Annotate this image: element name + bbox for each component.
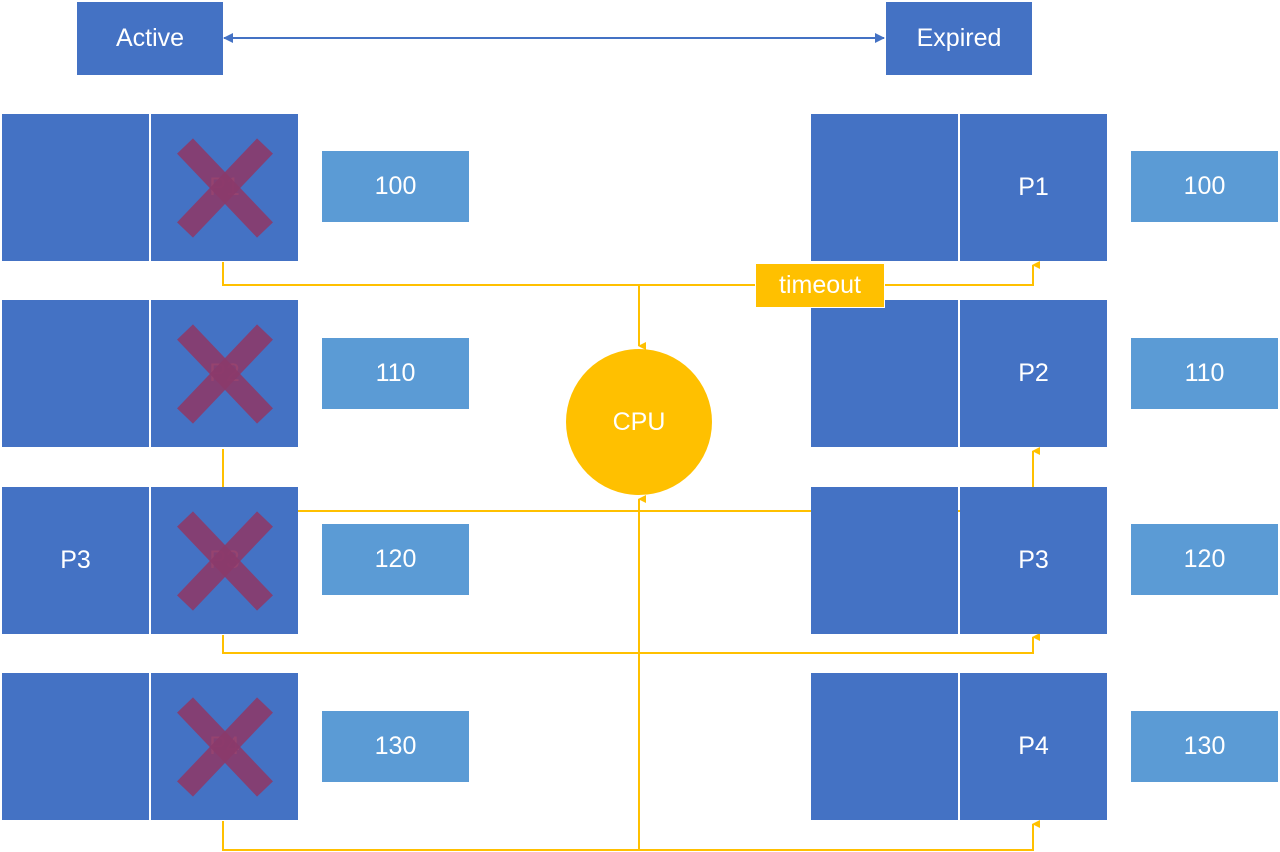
expired-row-1-priority: 100 [1131,151,1278,222]
active-row-1-priority-label: 100 [374,172,417,200]
timeout-label: timeout [779,271,861,299]
cpu-node: CPU [566,349,712,495]
expired-row-1-right-slot: P1 [960,114,1107,261]
expired-row-1-right-label: P1 [1018,173,1049,201]
expired-header-label: Expired [916,24,1002,52]
active-row-3-priority-label: 120 [374,545,417,573]
active-row-2-right-slot: P2 [151,300,298,447]
expired-row-3-right-slot: P3 [960,487,1107,634]
expired-row-3-right-label: P3 [1018,546,1049,574]
active-row-1-right-slot: P1 [151,114,298,261]
active-row-4-right-label: P4 [209,732,240,760]
active-row-4-left-slot [2,673,149,820]
expired-row-2-right-label: P2 [1018,359,1049,387]
timeout-label-box: timeout [755,263,885,308]
active-row-3-right-slot: P3 [151,487,298,634]
expired-row-2-left-slot [811,300,958,447]
active-row-4-right-slot: P4 [151,673,298,820]
p3-to-expired-line [222,633,1040,654]
active-row-3-right-label: P3 [209,546,240,574]
active-row-1-right-label: P1 [209,173,240,201]
active-row-3-left-label: P3 [60,546,91,574]
p2-to-expired-line [222,447,1040,512]
cpu-label: CPU [612,407,666,436]
expired-row-4-left-slot [811,673,958,820]
expired-row-4-priority: 130 [1131,711,1278,782]
expired-row-1-priority-label: 100 [1183,172,1226,200]
expired-row-4-right-slot: P4 [960,673,1107,820]
expired-row-3-priority: 120 [1131,524,1278,595]
active-row-3-priority: 120 [322,524,469,595]
expired-row-4-priority-label: 130 [1183,732,1226,760]
active-row-2-priority: 110 [322,338,469,409]
active-row-2-priority-label: 110 [375,359,416,387]
active-row-1-left-slot [2,114,149,261]
active-row-2-right-label: P2 [209,359,240,387]
active-row-1-priority: 100 [322,151,469,222]
expired-row-4-right-label: P4 [1018,732,1049,760]
active-row-4-priority: 130 [322,711,469,782]
active-row-3-left-slot: P3 [2,487,149,634]
expired-row-2-priority-label: 110 [1184,359,1225,387]
active-header: Active [77,2,223,75]
active-row-2-left-slot [2,300,149,447]
expired-row-3-priority-label: 120 [1183,545,1226,573]
expired-header: Expired [886,2,1032,75]
expired-row-3-left-slot [811,487,958,634]
p1-to-cpu-line [222,262,646,350]
expired-row-2-right-slot: P2 [960,300,1107,447]
active-header-label: Active [115,24,185,52]
active-row-4-priority-label: 130 [374,732,417,760]
expired-row-2-priority: 110 [1131,338,1278,409]
p4-to-expired-line [222,820,1040,851]
expired-row-1-left-slot [811,114,958,261]
